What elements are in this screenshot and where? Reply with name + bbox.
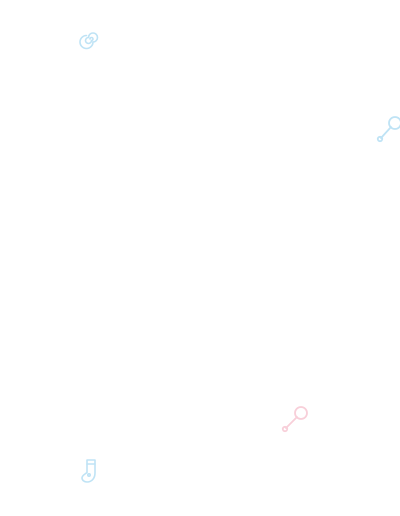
rattle-icon	[280, 404, 310, 434]
sock-icon	[80, 458, 100, 486]
rattle-icon	[376, 114, 400, 144]
spiral-icon	[79, 29, 100, 50]
